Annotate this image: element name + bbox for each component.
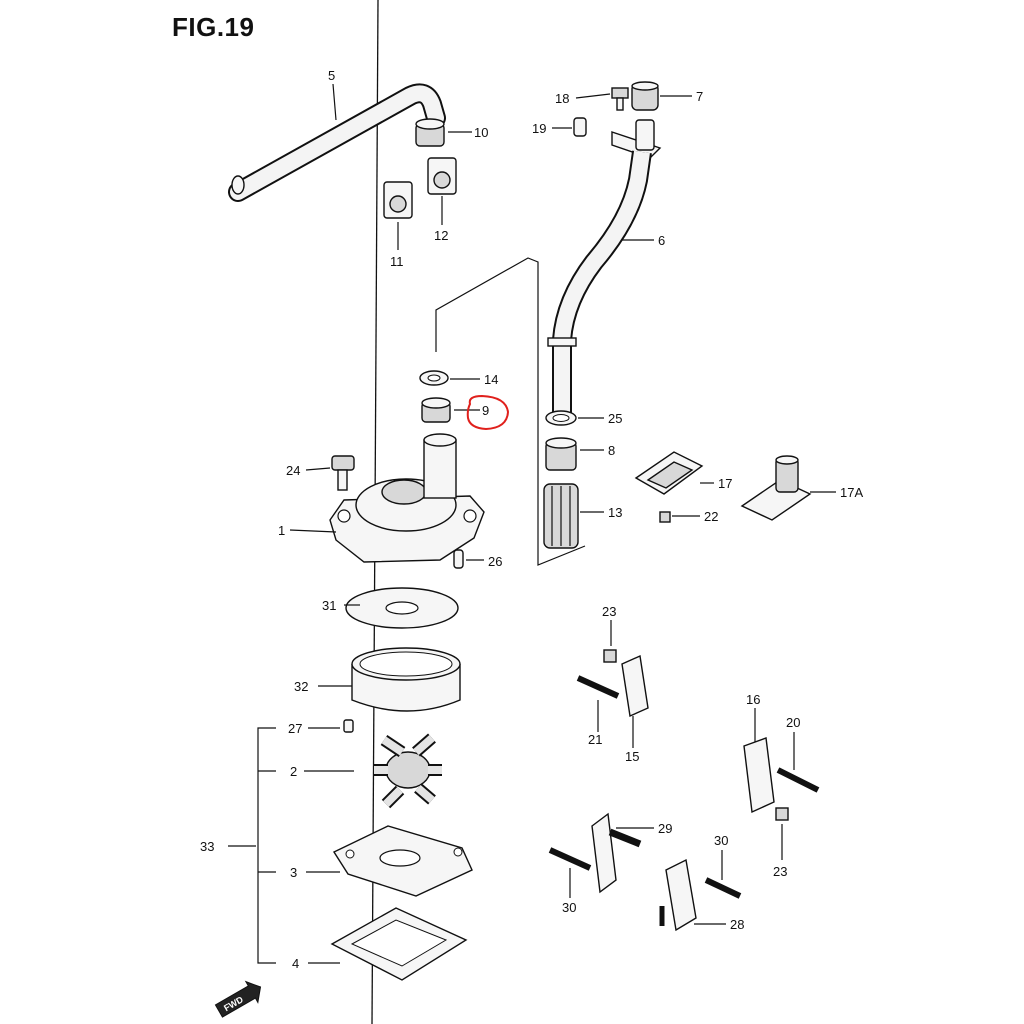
callout-8[interactable]: 8 xyxy=(608,443,615,458)
part-8-grommet[interactable] xyxy=(545,437,577,471)
part-29-bracket[interactable] xyxy=(591,812,642,894)
part-30-bolt-right[interactable] xyxy=(704,877,742,899)
part-20-bolt[interactable] xyxy=(776,767,820,793)
figure-title: FIG.19 xyxy=(172,12,255,42)
group-bracket xyxy=(435,257,586,566)
callout-6[interactable]: 6 xyxy=(658,233,665,248)
callout-15[interactable]: 15 xyxy=(625,749,639,764)
part-1-pump-case[interactable] xyxy=(329,433,485,563)
callout-20[interactable]: 20 xyxy=(786,715,800,730)
callout-9[interactable]: 9 xyxy=(482,403,489,418)
part-11-clip[interactable] xyxy=(383,181,413,219)
callout-25[interactable]: 25 xyxy=(608,411,622,426)
callout-17[interactable]: 17 xyxy=(718,476,732,491)
part-27-key[interactable] xyxy=(343,719,354,733)
callout-11[interactable]: 11 xyxy=(390,254,404,269)
part-7-cap[interactable] xyxy=(631,81,659,111)
part-12-clip[interactable] xyxy=(427,157,457,195)
part-5-hose[interactable] xyxy=(228,83,446,202)
group-bracket-33 xyxy=(257,727,276,964)
callout-33[interactable]: 33 xyxy=(200,839,214,854)
callout-30-left[interactable]: 30 xyxy=(562,900,576,915)
callout-22[interactable]: 22 xyxy=(704,509,718,524)
callout-30-right[interactable]: 30 xyxy=(714,833,728,848)
leader-lines xyxy=(228,83,836,964)
part-10-grommet[interactable] xyxy=(415,118,445,147)
part-4-gasket[interactable] xyxy=(330,907,468,981)
part-32-liner[interactable] xyxy=(351,647,461,712)
part-17a-plate[interactable] xyxy=(740,455,812,521)
callout-labels: 5 10 11 12 18 7 19 6 14 9 25 8 24 17 17A… xyxy=(200,68,863,971)
part-3-plate[interactable] xyxy=(332,825,473,897)
part-19-pin[interactable] xyxy=(573,117,587,137)
callout-12[interactable]: 12 xyxy=(434,228,448,243)
part-18-bolt[interactable] xyxy=(611,87,629,111)
callout-27[interactable]: 27 xyxy=(288,721,302,736)
part-17-plate[interactable] xyxy=(634,451,704,495)
fwd-arrow: FWD xyxy=(214,980,262,1018)
part-15-bracket[interactable] xyxy=(621,654,649,718)
callout-16[interactable]: 16 xyxy=(746,692,760,707)
callout-17a[interactable]: 17A xyxy=(840,485,863,500)
part-31-gasket[interactable] xyxy=(345,587,459,629)
callout-31[interactable]: 31 xyxy=(322,598,336,613)
part-24-bolt[interactable] xyxy=(331,455,355,491)
callout-10[interactable]: 10 xyxy=(474,125,488,140)
part-16-bracket[interactable] xyxy=(743,737,775,814)
part-6-water-tube[interactable] xyxy=(547,119,662,420)
callout-32[interactable]: 32 xyxy=(294,679,308,694)
part-30-bolt-left[interactable] xyxy=(548,847,592,871)
callout-3[interactable]: 3 xyxy=(290,865,297,880)
part-2-impeller[interactable] xyxy=(374,733,442,809)
callout-13[interactable]: 13 xyxy=(608,505,622,520)
callout-23-lower[interactable]: 23 xyxy=(773,864,787,879)
part-28-bracket[interactable] xyxy=(659,858,697,932)
part-23-nut-lower[interactable] xyxy=(775,807,789,821)
callout-21[interactable]: 21 xyxy=(588,732,602,747)
part-26-pin[interactable] xyxy=(453,549,464,569)
callout-24[interactable]: 24 xyxy=(286,463,300,478)
callout-18[interactable]: 18 xyxy=(555,91,569,106)
callout-19[interactable]: 19 xyxy=(532,121,546,136)
callout-4[interactable]: 4 xyxy=(292,956,299,971)
part-25-oring[interactable] xyxy=(545,410,577,426)
callout-28[interactable]: 28 xyxy=(730,917,744,932)
part-22-screw[interactable] xyxy=(659,511,671,523)
callout-29[interactable]: 29 xyxy=(658,821,672,836)
part-13-strainer[interactable] xyxy=(543,483,579,549)
part-23-nut-upper[interactable] xyxy=(603,649,617,663)
callout-5[interactable]: 5 xyxy=(328,68,335,83)
part-9-highlight-circle xyxy=(466,394,510,431)
callout-23-upper[interactable]: 23 xyxy=(602,604,616,619)
callout-26[interactable]: 26 xyxy=(488,554,502,569)
callout-2[interactable]: 2 xyxy=(290,764,297,779)
callout-7[interactable]: 7 xyxy=(696,89,703,104)
part-9-seal[interactable] xyxy=(421,397,451,423)
callout-14[interactable]: 14 xyxy=(484,372,498,387)
callout-1[interactable]: 1 xyxy=(278,523,285,538)
part-21-bolt[interactable] xyxy=(576,675,620,699)
part-14-washer[interactable] xyxy=(419,370,449,386)
